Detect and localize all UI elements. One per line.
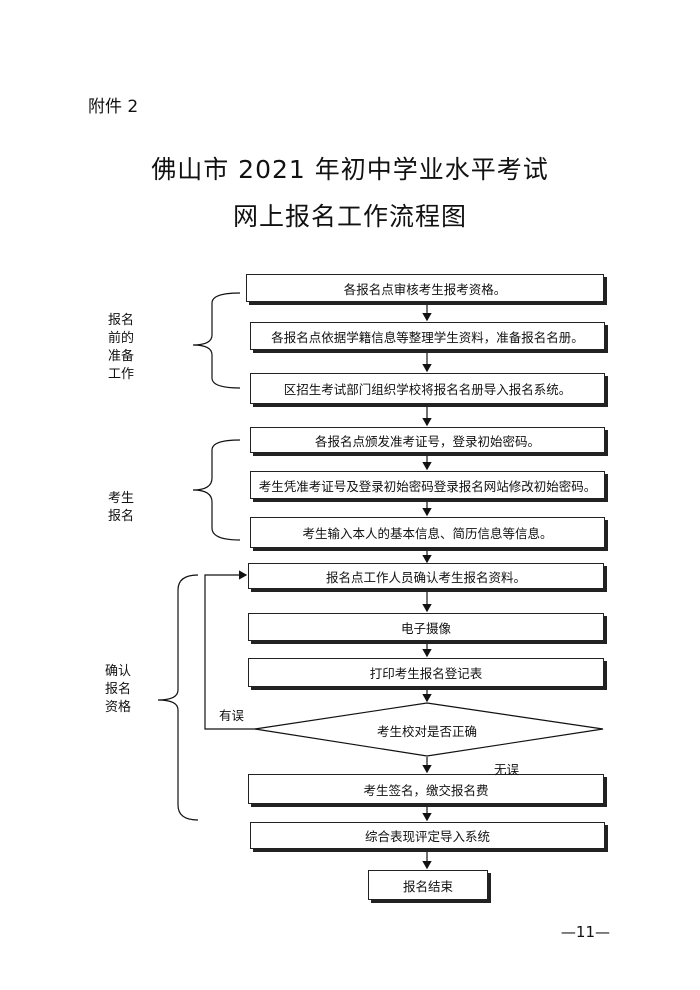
step-6-box: 考生输入本人的基本信息、简历信息等信息。	[250, 517, 605, 548]
step-8-box: 电子摄像	[248, 613, 604, 641]
annex-label: 附件 2	[88, 97, 139, 117]
page-title-line1: 佛山市 2021 年初中学业水平考试	[151, 155, 549, 184]
step-3-text: 区招生考试部门组织学校将报名名册导入报名系统。	[283, 382, 572, 397]
decision-diamond	[254, 702, 604, 757]
phase-prep-label: 报名 前的 准备 工作	[107, 313, 134, 382]
step-4-box: 各报名点颁发准考证号，登录初始密码。	[250, 427, 605, 453]
branch-error-label: 有误	[219, 708, 245, 723]
step-2-text: 各报名点依据学籍信息等整理学生资料，准备报名名册。	[271, 329, 584, 345]
step-5-box: 考生凭准考证号及登录初始密码登录报名网站修改初始密码。	[250, 471, 605, 499]
step-5-text: 考生凭准考证号及登录初始密码登录报名网站修改初始密码。	[258, 478, 597, 494]
step-1-box: 各报名点审核考生报考资格。	[246, 274, 604, 302]
step-1-text: 各报名点审核考生报考资格。	[343, 281, 507, 297]
step-4-text: 各报名点颁发准考证号，登录初始密码。	[314, 433, 540, 449]
phase-register-label: 考生 报名	[107, 491, 134, 524]
bracket-register	[192, 439, 241, 541]
feedback-loop	[204, 570, 257, 730]
page-number: —11—	[560, 923, 610, 941]
step-8-text: 电子摄像	[400, 620, 451, 636]
step-3-box: 区招生考试部门组织学校将报名名册导入报名系统。	[250, 373, 605, 404]
step-7-text: 报名点工作人员确认考生报名资料。	[325, 569, 526, 585]
step-9-text: 打印考生报名登记表	[369, 666, 483, 681]
phase-confirm-label: 确认 报名 资格	[104, 664, 131, 715]
step-2-box: 各报名点依据学籍信息等整理学生资料，准备报名名册。	[250, 322, 605, 350]
bracket-confirm	[157, 574, 199, 821]
page-title-line2: 网上报名工作流程图	[232, 202, 467, 231]
bracket-prep	[192, 292, 241, 389]
step-9-box: 打印考生报名登记表	[248, 658, 604, 687]
end-text: 报名结束	[402, 878, 453, 894]
step-7-box: 报名点工作人员确认考生报名资料。	[248, 563, 604, 589]
decision-text: 考生校对是否正确	[376, 724, 477, 739]
step-6-text: 考生输入本人的基本信息、简历信息等信息。	[302, 526, 553, 541]
step-11-box: 综合表现评定导入系统	[250, 822, 605, 849]
branch-correct-label: 无误	[494, 762, 520, 777]
step-10-text: 考生签名，缴交报名费	[363, 782, 489, 798]
end-box: 报名结束	[368, 870, 488, 900]
step-11-text: 综合表现评定导入系统	[364, 829, 490, 844]
step-10-box: 考生签名，缴交报名费	[248, 774, 604, 804]
